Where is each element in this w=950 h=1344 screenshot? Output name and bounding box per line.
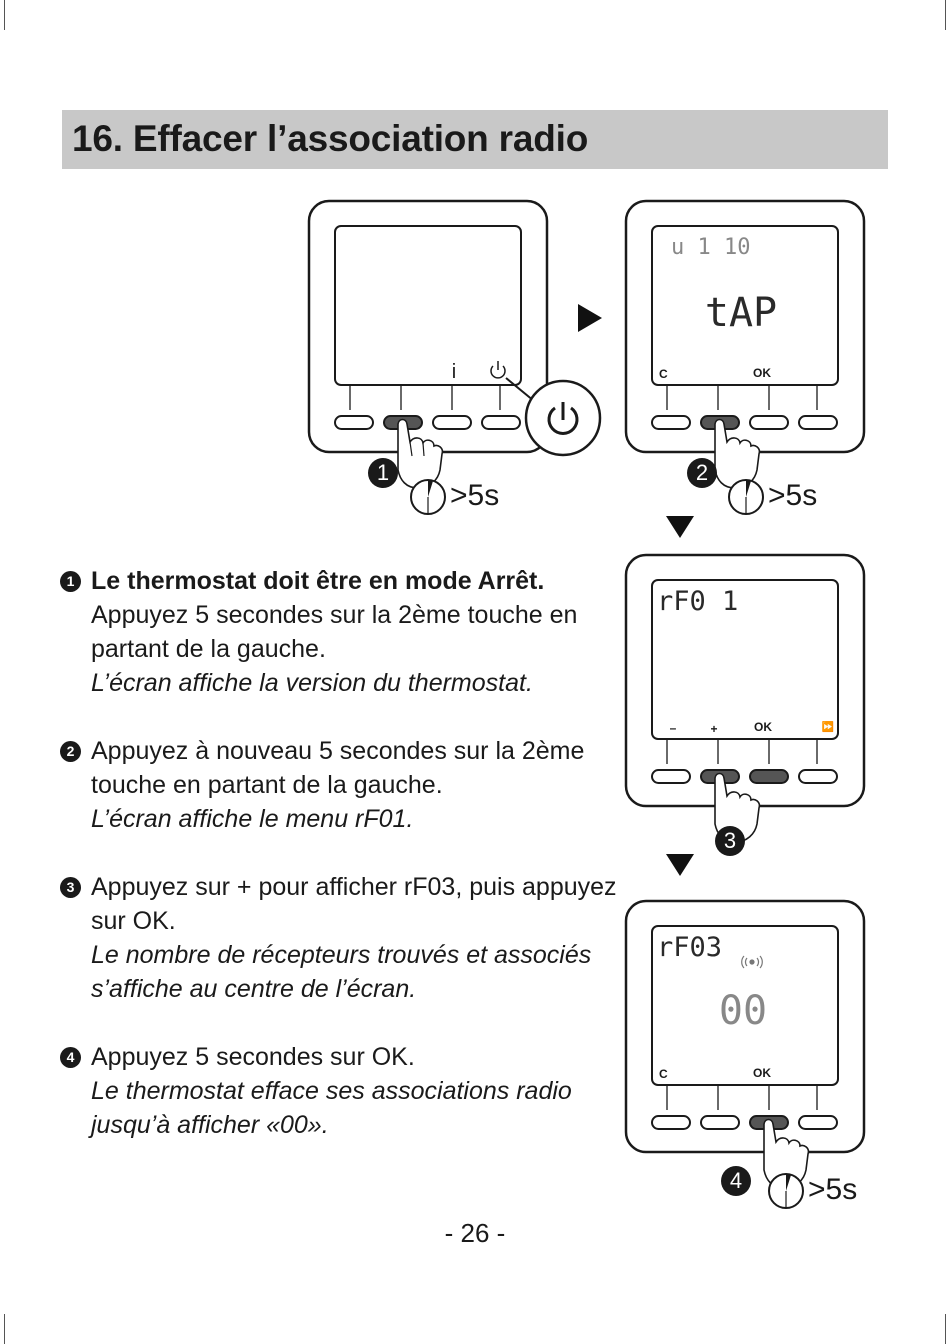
- arrow-down-icon: [666, 854, 694, 876]
- arrow-right-icon: [578, 304, 602, 332]
- crop-mark: [4, 1314, 5, 1344]
- c-label: C: [659, 1067, 668, 1081]
- instructions: 1 Le thermostat doit être en mode Arrêt.…: [60, 564, 620, 1176]
- step-badge-2: 2: [687, 458, 717, 488]
- step-number: 1: [60, 571, 81, 592]
- minus-button[interactable]: [651, 769, 691, 784]
- next-button[interactable]: [798, 769, 838, 784]
- step-italic-text: L’écran affiche le menu rF01.: [91, 805, 414, 833]
- minus-label: –: [670, 721, 677, 735]
- c-label: C: [659, 367, 668, 381]
- step-italic-text: Le thermostat efface ses associations ra…: [91, 1077, 572, 1139]
- step-2: 2 Appuyez à nouveau 5 secondes sur la 2è…: [60, 734, 620, 836]
- stopwatch-icon: [768, 1173, 804, 1209]
- duration-2: >5s: [726, 476, 817, 516]
- duration-label: >5s: [768, 479, 818, 512]
- button-2[interactable]: [700, 1115, 740, 1130]
- step-number: 4: [60, 1047, 81, 1068]
- stopwatch-icon: [728, 479, 764, 515]
- step-3: 3 Appuyez sur + pour afficher rF03, puis…: [60, 870, 620, 1006]
- step-number: 2: [60, 741, 81, 762]
- stopwatch-icon: [410, 479, 446, 515]
- step-text: Appuyez 5 secondes sur la 2ème touche en…: [91, 601, 578, 663]
- ok-button[interactable]: [749, 769, 789, 784]
- button-1[interactable]: [651, 415, 691, 430]
- crop-mark: [945, 1314, 946, 1344]
- button-3[interactable]: [432, 415, 472, 430]
- duration-label: >5s: [450, 479, 500, 512]
- plus-label: +: [710, 722, 717, 736]
- thermostat-figure-2: u 1 10 tAP C OK: [623, 198, 867, 489]
- count-display: 00: [719, 988, 767, 1034]
- thermostat-figure-3: rF0 1 – + OK ⏩: [623, 552, 867, 843]
- menu-display: rF03: [657, 932, 722, 963]
- thermostat-figure-1: i: [306, 198, 611, 518]
- button-4[interactable]: [481, 415, 521, 430]
- version-display: u 1 10: [671, 235, 750, 260]
- button-1[interactable]: [334, 415, 374, 430]
- step-text: Appuyez 5 secondes sur OK.: [91, 1043, 415, 1071]
- button-4[interactable]: [798, 1115, 838, 1130]
- button-3[interactable]: [749, 415, 789, 430]
- step-bold-text: Le thermostat doit être en mode Arrêt.: [91, 567, 545, 595]
- ok-label: OK: [754, 720, 772, 734]
- crop-mark: [945, 0, 946, 30]
- power-icon-large: [547, 402, 579, 435]
- button-4[interactable]: [798, 415, 838, 430]
- step-number: 3: [60, 877, 81, 898]
- section-title: 16. Effacer l’association radio: [72, 118, 589, 159]
- info-label: i: [452, 361, 456, 383]
- step-italic-text: L’écran affiche la version du thermostat…: [91, 669, 533, 697]
- step-text: Appuyez à nouveau 5 secondes sur la 2ème…: [91, 737, 585, 799]
- menu-display: rF0 1: [657, 586, 738, 617]
- duration-1: >5s: [408, 476, 499, 516]
- step-badge-1: 1: [368, 458, 398, 488]
- radio-signal-icon: [741, 955, 763, 969]
- step-italic-text: Le nombre de récepteurs trouvés et assoc…: [91, 941, 592, 1003]
- step-text: Appuyez sur + pour afficher rF03, puis a…: [91, 873, 617, 935]
- section-header: 16. Effacer l’association radio: [62, 110, 888, 169]
- power-icon: [490, 361, 506, 379]
- step-4: 4 Appuyez 5 secondes sur OK. Le thermost…: [60, 1040, 620, 1142]
- arrow-down-icon: [666, 516, 694, 538]
- step-1: 1 Le thermostat doit être en mode Arrêt.…: [60, 564, 620, 700]
- crop-mark: [4, 0, 5, 30]
- main-display: tAP: [705, 290, 777, 336]
- step-badge-4: 4: [721, 1166, 751, 1196]
- duration-4: >5s: [766, 1170, 857, 1210]
- ok-label: OK: [753, 1066, 771, 1080]
- ok-label: OK: [753, 366, 771, 380]
- fast-forward-icon: ⏩: [822, 720, 834, 733]
- thermostat-figure-4: rF03 00 C OK: [623, 898, 867, 1189]
- page-number: - 26 -: [444, 1218, 506, 1248]
- duration-label: >5s: [808, 1173, 858, 1206]
- c-button[interactable]: [651, 1115, 691, 1130]
- step-badge-3: 3: [715, 826, 745, 856]
